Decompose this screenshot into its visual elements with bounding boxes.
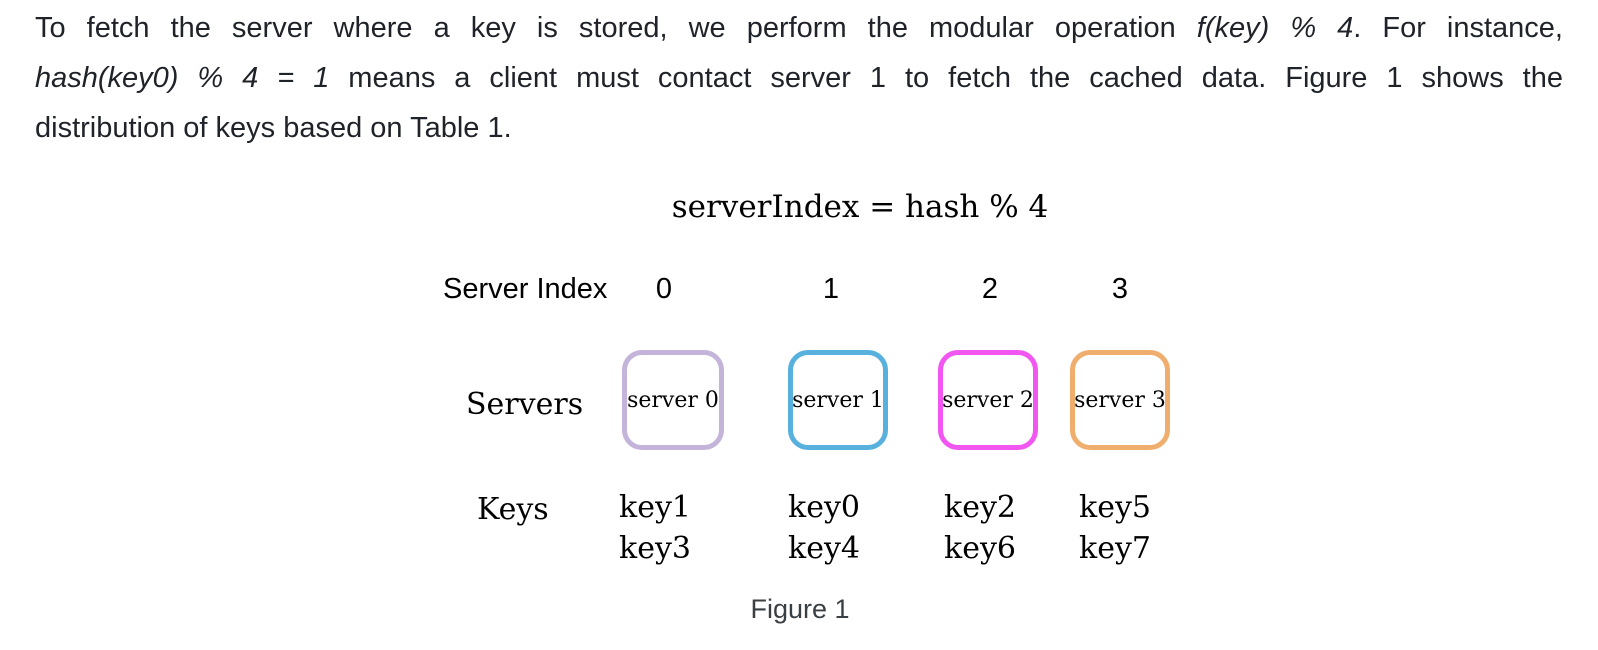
paragraph-line-3: distribution of keys based on Table 1.	[35, 103, 1563, 153]
figure-caption: Figure 1	[750, 594, 850, 624]
server-box-label-3: server 3	[1074, 387, 1166, 413]
paragraph-italic-formula: f(key) % 4	[1196, 12, 1354, 44]
key-item: key3	[619, 531, 691, 566]
key-list-2: key2 key6	[915, 487, 1045, 569]
paragraph-line-2: hash(key0) % 4 = 1 means a client must c…	[35, 53, 1563, 103]
paragraph-text: means a client must contact server 1 to …	[329, 62, 1563, 94]
server-index-row-label: Server Index	[443, 273, 608, 305]
paragraph: To fetch the server where a key is store…	[35, 3, 1563, 153]
key-item: key6	[944, 531, 1016, 566]
server-index-value-0: 0	[655, 273, 673, 305]
server-box-label-2: server 2	[942, 387, 1034, 413]
figure-formula: serverIndex = hash % 4	[671, 189, 1049, 225]
key-item: key4	[788, 531, 860, 566]
key-item: key5	[1079, 490, 1151, 525]
paragraph-line-1: To fetch the server where a key is store…	[35, 3, 1563, 53]
servers-row-label: Servers	[466, 387, 584, 422]
server-box-2: server 2	[938, 350, 1038, 450]
server-box-0: server 0	[622, 350, 724, 450]
key-list-3: key5 key7	[1050, 487, 1180, 569]
key-list-1: key0 key4	[759, 487, 889, 569]
keys-row-label: Keys	[477, 492, 549, 527]
server-box-label-1: server 1	[792, 387, 884, 413]
server-box-1: server 1	[788, 350, 888, 450]
server-box-3: server 3	[1070, 350, 1170, 450]
server-box-label-0: server 0	[627, 387, 719, 413]
key-item: key7	[1079, 531, 1151, 566]
server-index-value-2: 2	[981, 273, 999, 305]
paragraph-text: To fetch the server where a key is store…	[35, 12, 1197, 44]
key-item: key1	[619, 490, 691, 525]
server-index-value-3: 3	[1111, 273, 1129, 305]
server-index-value-1: 1	[822, 273, 840, 305]
key-item: key0	[788, 490, 860, 525]
key-list-0: key1 key3	[590, 487, 720, 569]
key-item: key2	[944, 490, 1016, 525]
paragraph-text: distribution of keys based on Table 1.	[35, 112, 512, 144]
paragraph-text: . For instance,	[1353, 12, 1563, 44]
paragraph-italic-formula: hash(key0) % 4 = 1	[35, 62, 330, 94]
